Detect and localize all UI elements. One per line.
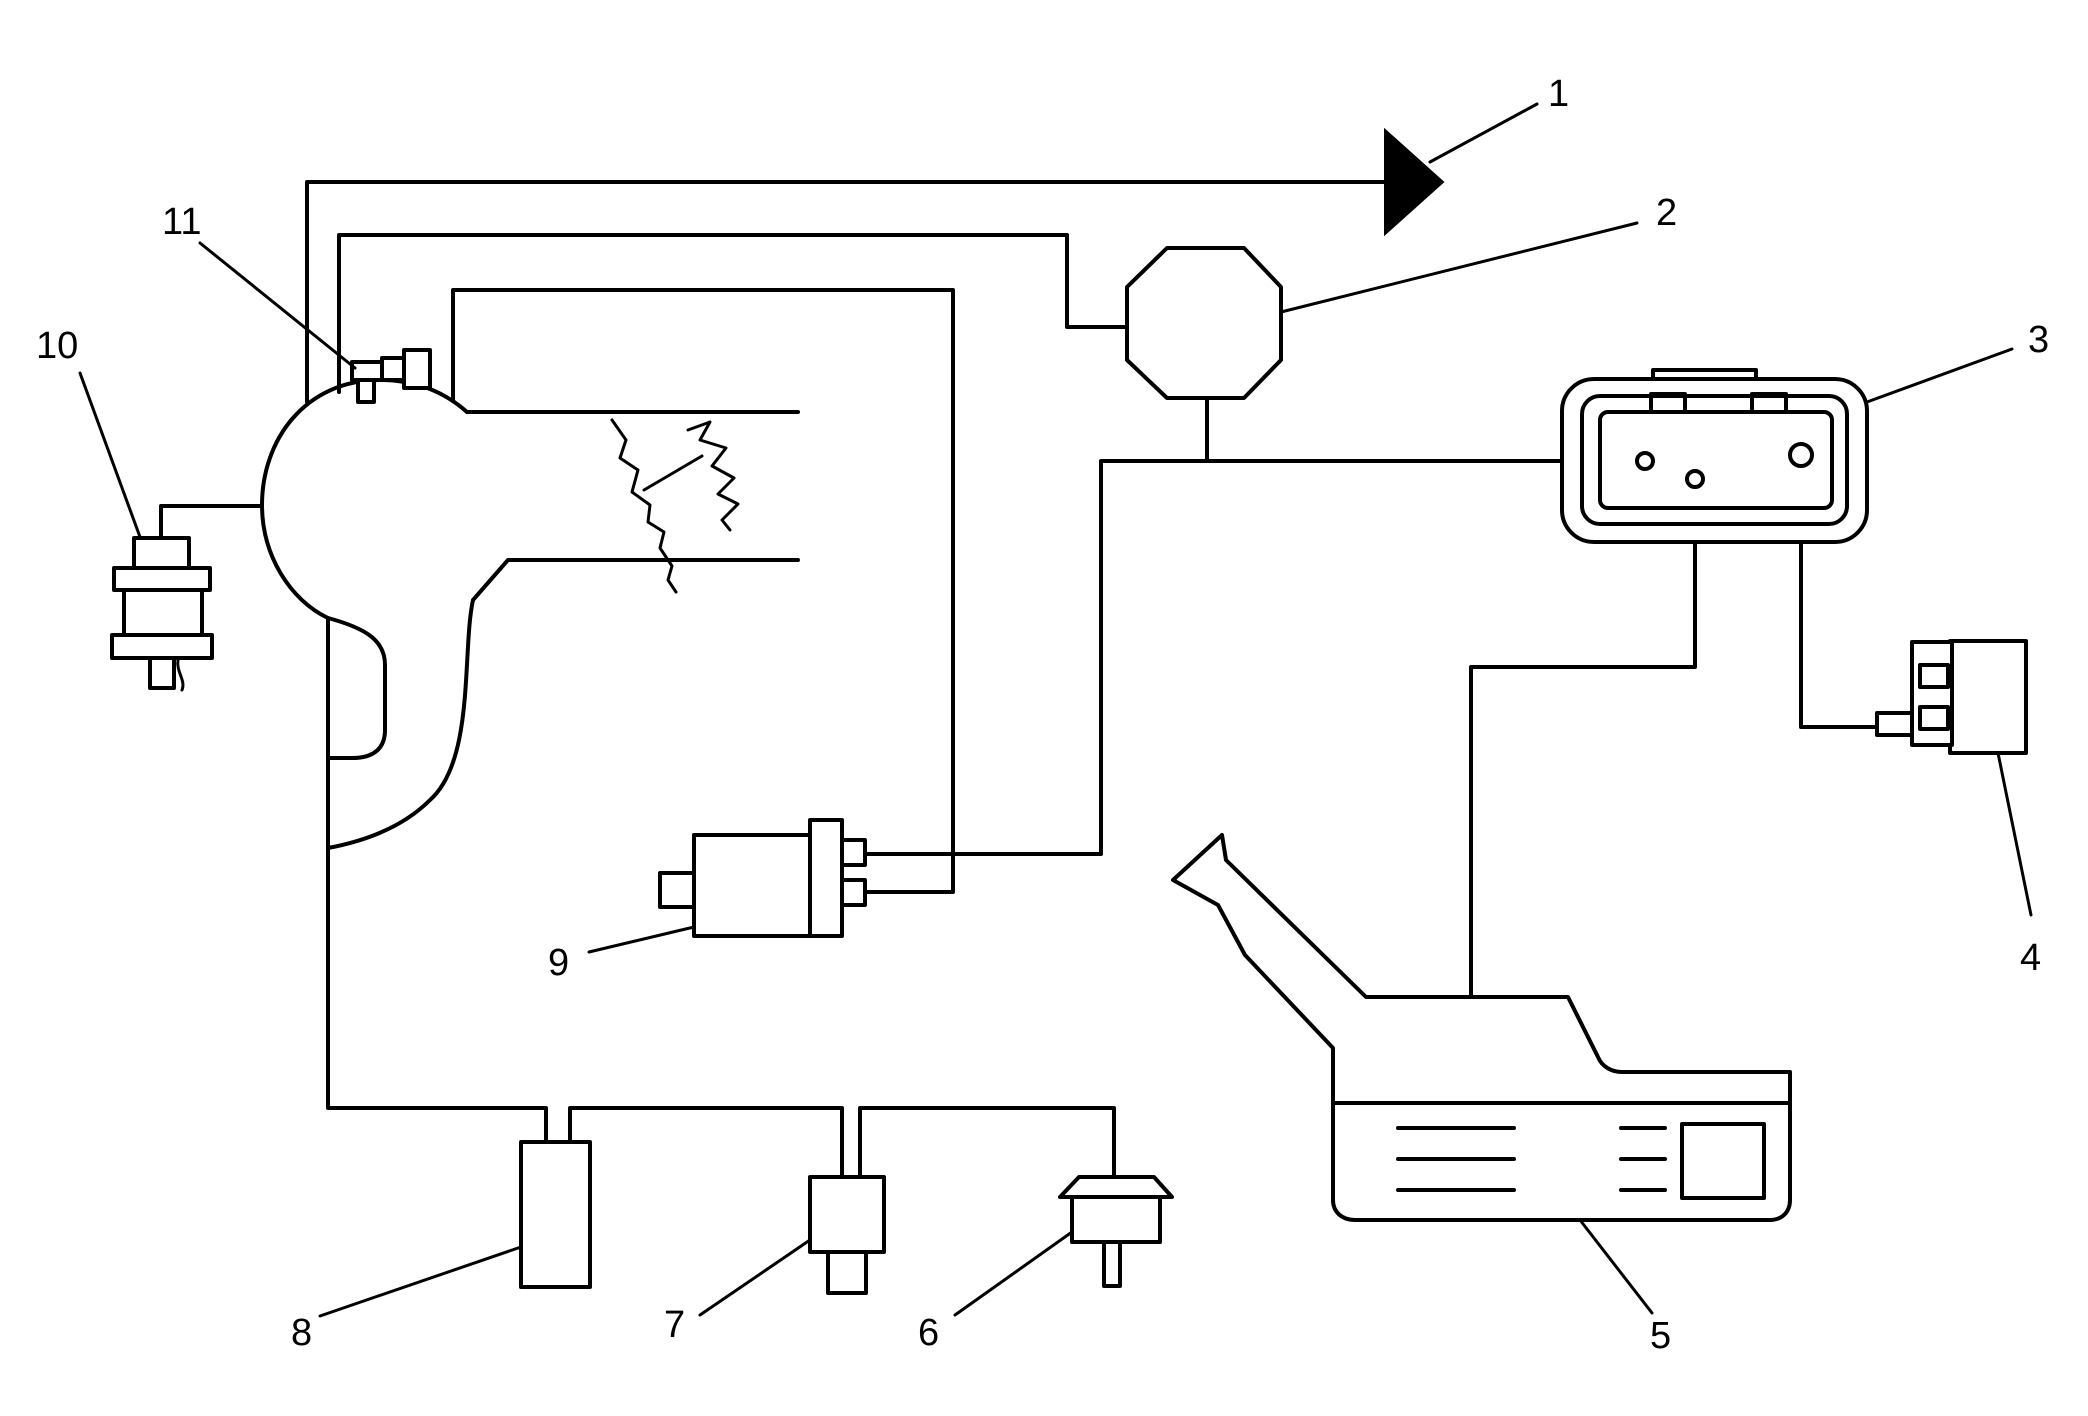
callout-4: 4 — [2020, 937, 2041, 979]
sensor-10 — [110, 536, 214, 692]
connector-4 — [1875, 639, 2028, 755]
callout-9: 9 — [548, 942, 569, 984]
check-valve-6 — [1058, 1175, 1174, 1288]
callout-leaders — [78, 102, 2033, 1318]
hose-to-sensor-10 — [159, 504, 264, 540]
connector-pin-icon — [1635, 451, 1655, 471]
octagon-valve — [1125, 246, 1283, 400]
connector-pin-icon — [1685, 469, 1705, 489]
callout-7: 7 — [664, 1304, 685, 1346]
sensor-7 — [808, 1175, 886, 1295]
hose-to-solenoid-lower — [451, 288, 955, 894]
reservoir-5 — [1171, 833, 1792, 1222]
fitting-11 — [350, 348, 432, 404]
electrical-connector-3 — [1560, 368, 1869, 544]
callout-2: 2 — [1656, 192, 1677, 234]
callout-5: 5 — [1650, 1315, 1671, 1357]
callout-8: 8 — [291, 1312, 312, 1354]
hose-bus-right — [858, 1106, 1116, 1179]
hose-to-octagon — [337, 233, 1129, 394]
callout-numbers: 1 2 3 4 5 6 7 8 9 10 11 — [36, 73, 2049, 1357]
intake-manifold — [260, 378, 800, 850]
hose-left-vertical — [326, 616, 548, 1144]
solenoid-9 — [658, 818, 867, 938]
leak-mark — [610, 418, 678, 594]
filter-8 — [519, 1140, 592, 1289]
hose-to-connector-4 — [1799, 460, 1879, 729]
hose-bus-mid — [568, 1106, 844, 1179]
connector-pin-icon — [1788, 442, 1814, 468]
arrow-head-icon — [1384, 127, 1445, 237]
leak-pointer — [642, 454, 704, 492]
leak-zigzag — [686, 420, 740, 532]
callout-11: 11 — [162, 201, 201, 243]
callout-3: 3 — [2028, 319, 2049, 361]
callout-6: 6 — [918, 1312, 939, 1354]
callout-10: 10 — [36, 325, 78, 367]
callout-1: 1 — [1548, 73, 1569, 115]
hose-routing — [159, 180, 1879, 1179]
hose-to-reservoir — [1469, 477, 1697, 999]
hose-to-solenoid-upper — [863, 459, 1647, 856]
